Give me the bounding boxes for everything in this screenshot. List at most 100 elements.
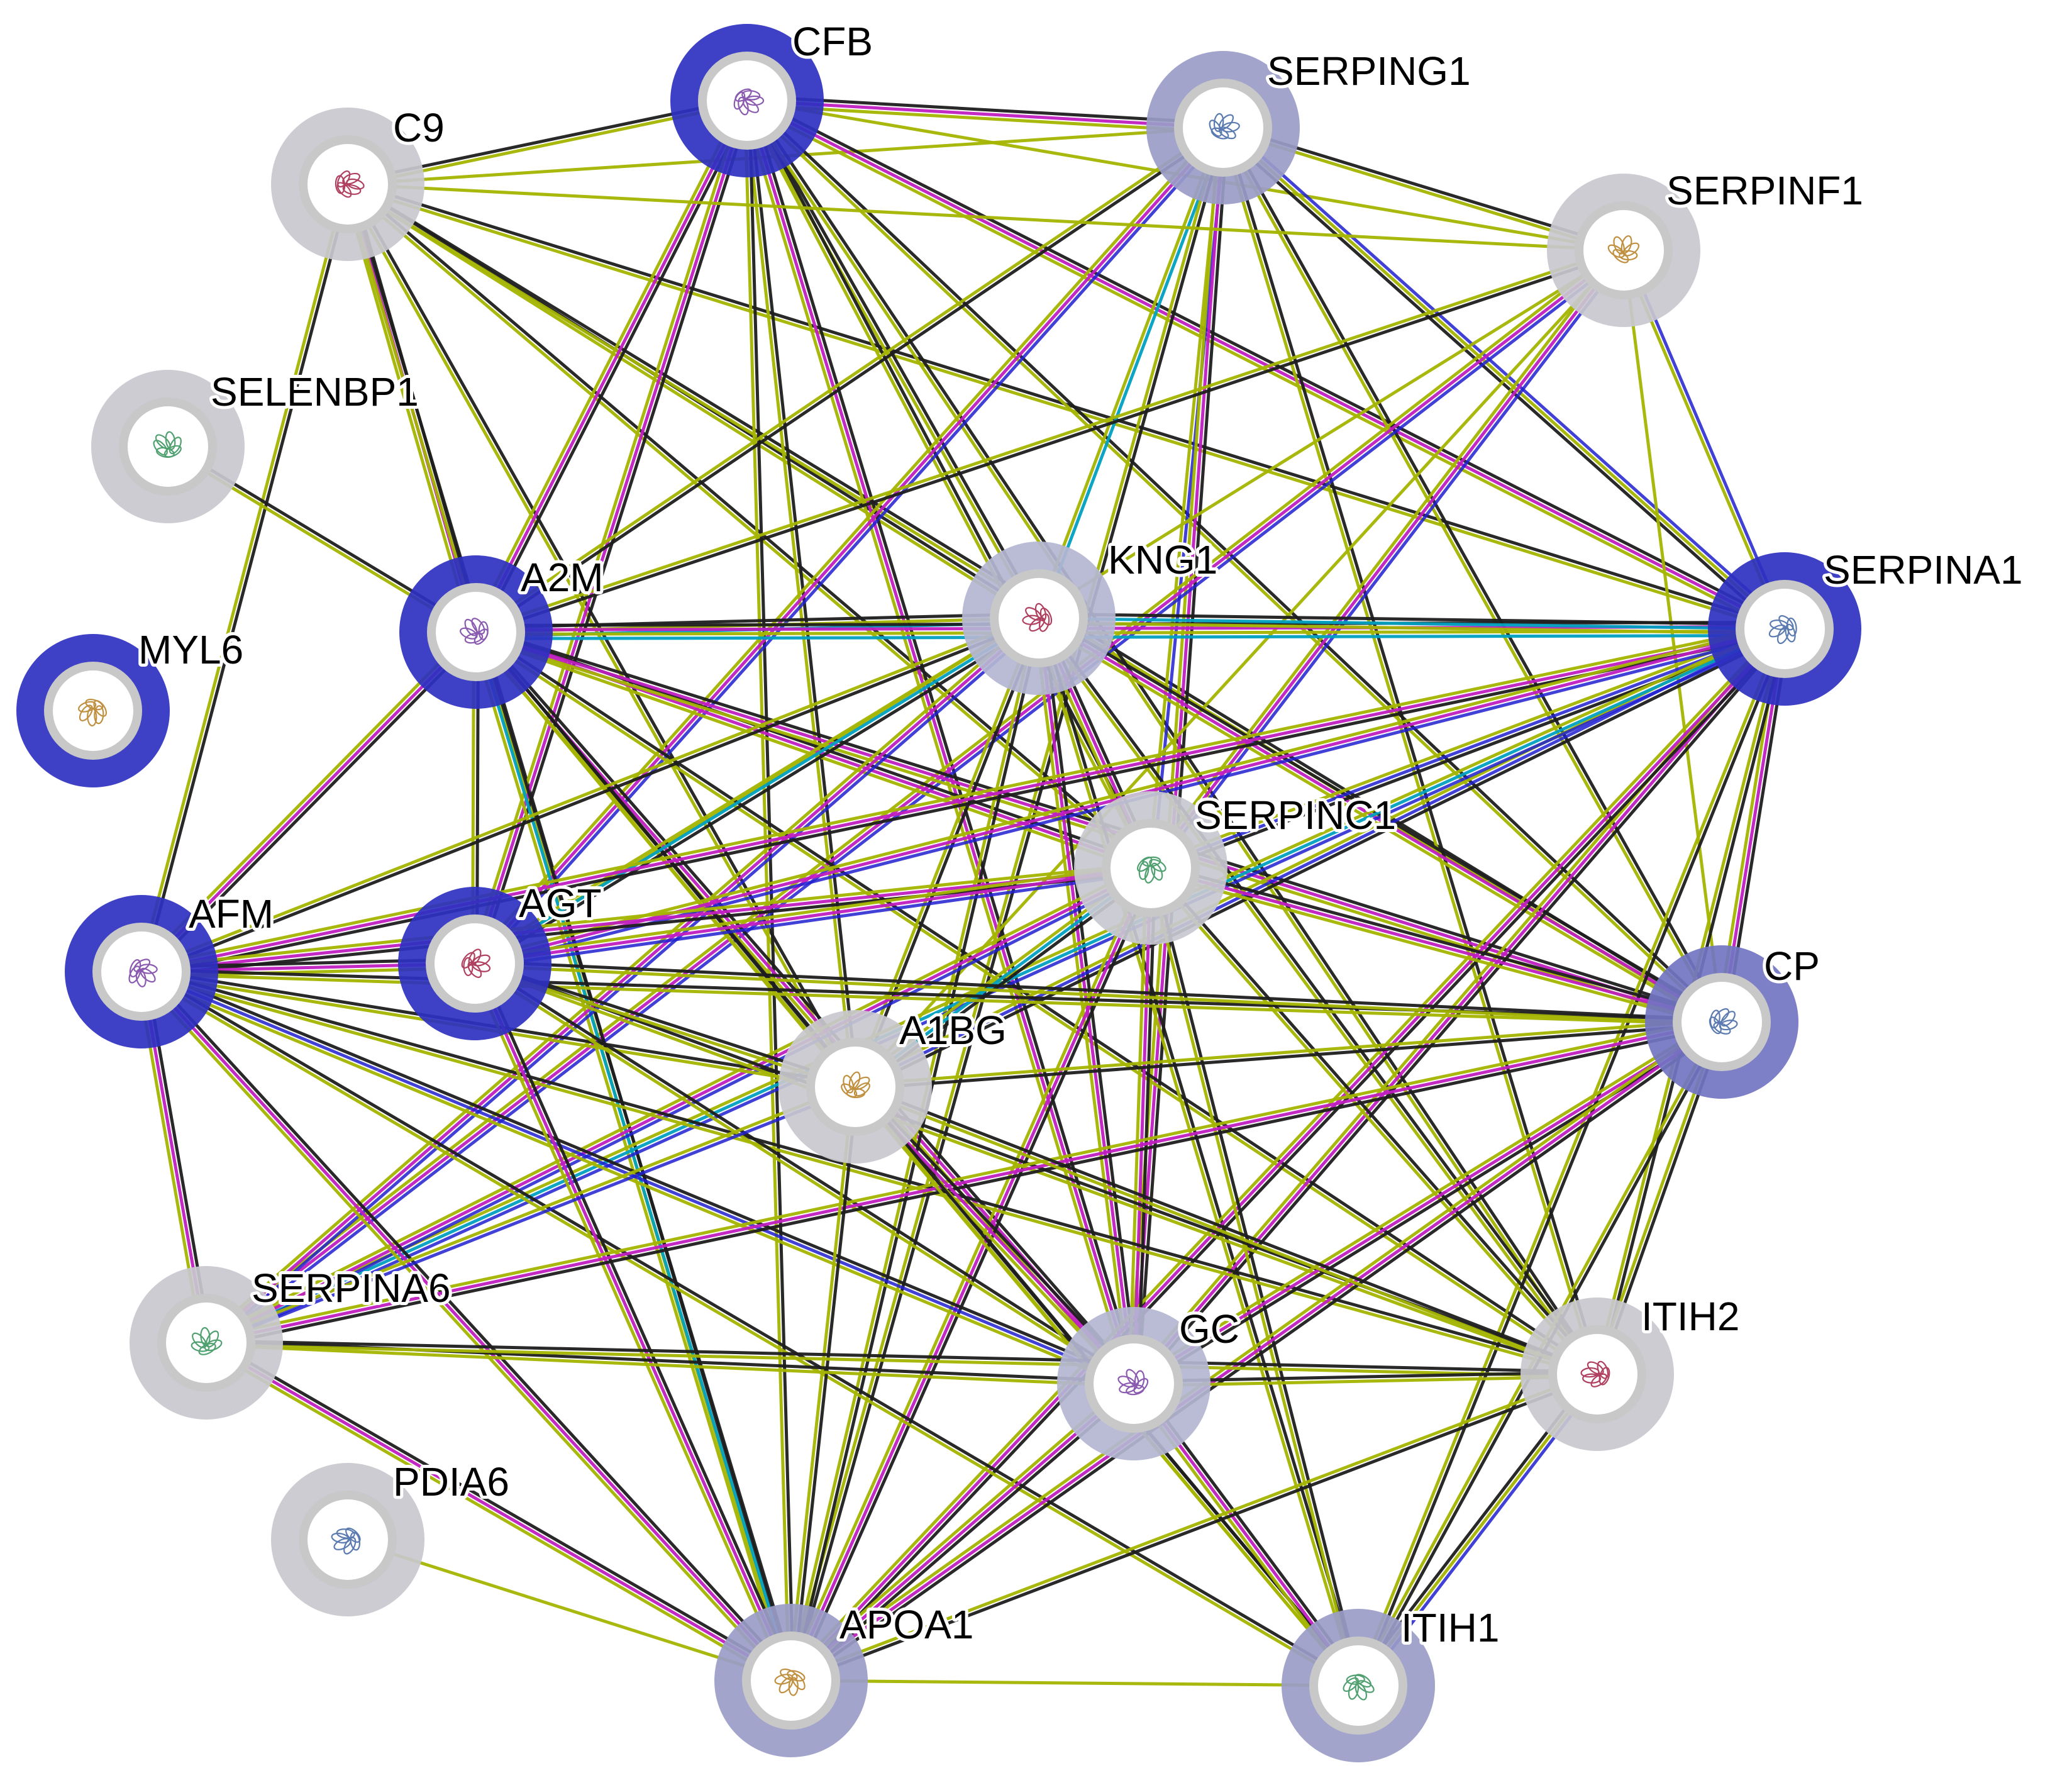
node-label: SERPINA6: [252, 1265, 451, 1311]
edge-strand-textmining: [140, 972, 1597, 1378]
edge-c9-afm[interactable]: [138, 183, 352, 973]
edge-strand-experiments: [141, 866, 1151, 974]
node-label: CP: [1764, 943, 1820, 989]
edge-strand-textmining: [475, 247, 1624, 632]
edge-serpina1-apoa1[interactable]: [787, 625, 1789, 1685]
edge-serping1-kng1[interactable]: [1035, 126, 1227, 620]
node-serpinc1[interactable]: SERPINC1: [1074, 789, 1399, 945]
edge-agt-cp[interactable]: [474, 960, 1722, 1026]
edge-serping1-apoa1[interactable]: [787, 126, 1227, 1682]
edge-itih2-apoa1[interactable]: [789, 1370, 1599, 1684]
edge-agt-gc[interactable]: [472, 960, 1136, 1387]
edge-strand-experiments: [1133, 1020, 1723, 1386]
edge-serpinc1-cp[interactable]: [1149, 862, 1724, 1028]
edge-a1bg-apoa1[interactable]: [787, 1086, 859, 1681]
edge-serpinc1-serpina6[interactable]: [203, 862, 1154, 1348]
edge-strand-experiments: [1150, 866, 1722, 1024]
edge-gc-itih2[interactable]: [1133, 1370, 1598, 1387]
edge-cfb-a2m[interactable]: [470, 97, 753, 635]
node-label: SERPING1: [1267, 48, 1471, 94]
node-serpinf1[interactable]: SERPINF1: [1547, 165, 1866, 327]
edge-apoa1-itih1[interactable]: [790, 1679, 1359, 1687]
edge-cfb-serping1[interactable]: [746, 94, 1224, 134]
edge-cp-apoa1[interactable]: [787, 1017, 1726, 1686]
edge-strand-textmining: [1219, 128, 1597, 1376]
node-kng1[interactable]: KNG1: [962, 534, 1221, 695]
edge-serpina1-itih1[interactable]: [1355, 627, 1788, 1687]
edge-strand-textmining: [203, 1345, 790, 1686]
edge-afm-itih1[interactable]: [139, 968, 1361, 1689]
edge-cfb-serpinc1[interactable]: [743, 99, 1155, 870]
node-serpina1[interactable]: SERPINA1: [1708, 544, 2026, 706]
node-label: A1BG: [899, 1008, 1007, 1053]
edge-kng1-itih2[interactable]: [1036, 616, 1600, 1377]
protein-structure-icon: [460, 618, 489, 645]
edge-serpinc1-afm[interactable]: [141, 862, 1151, 978]
protein-structure-icon: [1607, 235, 1640, 264]
edge-strand-experiments: [790, 628, 1786, 1682]
edge-kng1-itih1[interactable]: [1035, 617, 1362, 1687]
edge-cp-a1bg[interactable]: [855, 1018, 1722, 1091]
edge-agt-apoa1[interactable]: [469, 961, 797, 1683]
node-a2m[interactable]: A2M: [399, 552, 607, 709]
edge-a1bg-serpina6[interactable]: [204, 1083, 857, 1347]
protein-structure-icon: [153, 431, 182, 458]
edge-serpina6-apoa1[interactable]: [203, 1337, 794, 1686]
edge-a1bg-itih2[interactable]: [853, 1083, 1599, 1378]
edge-serpinc1-itih2[interactable]: [1148, 865, 1600, 1377]
edge-serpinf1-a2m[interactable]: [475, 247, 1625, 636]
node-cp[interactable]: CP: [1645, 940, 1823, 1099]
edge-strand-textmining: [746, 103, 1223, 134]
edge-strand-textmining: [789, 1370, 1597, 1681]
node-core: [53, 670, 133, 751]
edge-a2m-afm[interactable]: [137, 628, 480, 976]
node-itih2[interactable]: ITIH2: [1521, 1291, 1742, 1451]
edge-afm-itih2[interactable]: [140, 968, 1598, 1378]
protein-structure-icon: [335, 170, 365, 198]
edge-cp-serpina6[interactable]: [205, 1016, 1723, 1349]
node-afm[interactable]: AFM: [65, 888, 277, 1048]
node-serping1[interactable]: SERPING1: [1146, 45, 1474, 204]
edge-serpinc1-agt[interactable]: [474, 862, 1152, 970]
node-selenbp1[interactable]: SELENBP1: [91, 366, 422, 523]
edge-strand-textmining: [469, 964, 789, 1683]
node-apoa1[interactable]: APOA1: [714, 1599, 977, 1757]
edge-kng1-afm[interactable]: [140, 614, 1041, 975]
edge-strand-textmining: [1146, 247, 1622, 867]
node-serpina6[interactable]: SERPINA6: [130, 1262, 454, 1420]
edge-strand-homology: [1038, 616, 1785, 631]
edge-afm-apoa1[interactable]: [136, 967, 796, 1685]
edge-cfb-apoa1[interactable]: [743, 100, 795, 1681]
edge-strand-textmining: [140, 614, 1039, 972]
edge-kng1-agt[interactable]: [472, 613, 1042, 969]
node-cfb[interactable]: CFB: [670, 16, 876, 177]
edge-serping1-agt[interactable]: [470, 123, 1228, 968]
node-myl6[interactable]: MYL6: [16, 624, 247, 787]
node-c9[interactable]: C9: [271, 102, 448, 261]
node-itih1[interactable]: ITIH1: [1282, 1602, 1502, 1762]
edge-serpinf1-c9[interactable]: [347, 182, 1624, 252]
edge-strand-databases: [1153, 252, 1629, 872]
edge-strand-textmining: [473, 623, 1784, 961]
edge-c9-serpinc1[interactable]: [345, 181, 1153, 871]
edge-serpina6-itih2[interactable]: [206, 1339, 1598, 1378]
edge-strand-textmining: [345, 184, 1039, 622]
node-pdia6[interactable]: PDIA6: [271, 1456, 512, 1616]
edge-strand-textmining: [1131, 1016, 1720, 1382]
edge-pdia6-apoa1[interactable]: [347, 1538, 792, 1682]
edge-serping1-itih2[interactable]: [1219, 126, 1601, 1376]
edge-serpinf1-serpina6[interactable]: [202, 245, 1627, 1348]
node-core: [1111, 828, 1191, 908]
edge-strand-coexpression: [1133, 1370, 1597, 1384]
edge-serpinc1-gc[interactable]: [1127, 867, 1157, 1384]
edge-strand-coexpression: [747, 100, 795, 1681]
edge-serping1-cp[interactable]: [1219, 126, 1726, 1024]
edge-strand-textmining: [140, 623, 1785, 969]
node-a1bg[interactable]: A1BG: [778, 1004, 1010, 1164]
node-gc[interactable]: GC: [1057, 1303, 1243, 1460]
edge-strand-coexpression: [476, 250, 1625, 636]
node-agt[interactable]: AGT: [398, 877, 605, 1040]
edge-serping1-a2m[interactable]: [474, 125, 1226, 635]
edge-kng1-serpina1[interactable]: [1038, 612, 1785, 635]
